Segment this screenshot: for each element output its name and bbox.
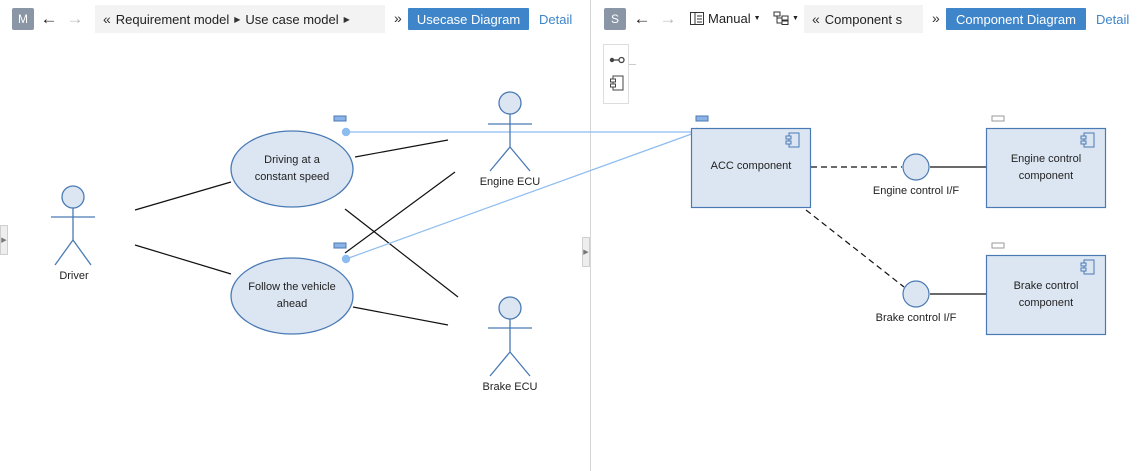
layout-mode-dropdown[interactable]: Manual ▼ (690, 11, 761, 26)
interface-tool-icon[interactable] (609, 55, 625, 65)
usecase-diagram-button-label: Usecase Diagram (416, 11, 521, 27)
model-badge[interactable]: M (12, 8, 34, 30)
component-label-acc: ACC component (710, 160, 792, 172)
breadcrumb-left-chevron-icon[interactable]: « (812, 11, 820, 27)
component-shapes (690, 115, 1107, 336)
chevron-down-icon: ▼ (792, 14, 799, 22)
component-label-brake-control: Brake control component (987, 278, 1105, 312)
usecase-label-driving: Driving at a constant speed (232, 152, 352, 186)
component-icon (1080, 259, 1095, 275)
association-line[interactable] (344, 171, 456, 254)
chevron-right-icon: ▶ (1, 237, 7, 244)
trace-marker-icon[interactable] (695, 115, 709, 122)
panel-divider[interactable] (590, 0, 591, 471)
actor-label-engine-ecu: Engine ECU (479, 176, 541, 188)
breadcrumb-item-component[interactable]: Component s (824, 11, 903, 27)
actor-label-brake-ecu: Brake ECU (482, 381, 538, 393)
engine-ecu-actor-icon[interactable] (488, 91, 532, 172)
component-tool-icon[interactable] (610, 75, 624, 91)
layout-icon (690, 12, 704, 25)
interface-label-brake: Brake control I/F (875, 312, 957, 324)
element-palette (603, 44, 629, 104)
component-label-line: component (1018, 297, 1074, 309)
usecase-diagram-button[interactable]: Usecase Diagram (408, 8, 529, 30)
interface-label-engine: Engine control I/F (872, 185, 960, 197)
association-line[interactable] (344, 208, 459, 298)
usecase-ellipse-driving[interactable] (230, 130, 354, 208)
breadcrumb: « Requirement model ▶ Use case model ▶ (95, 5, 385, 33)
right-detail-link[interactable]: Detail (1096, 12, 1130, 27)
breadcrumb-item-requirement-model[interactable]: Requirement model (115, 11, 230, 27)
trace-marker-icon[interactable] (333, 115, 347, 122)
chevron-right-icon: ▶ (583, 249, 589, 256)
usecase-shapes (51, 91, 532, 377)
breadcrumb-separator-icon: ▶ (343, 14, 350, 24)
association-line[interactable] (134, 181, 232, 211)
tree-view-dropdown[interactable]: ▼ (773, 11, 799, 25)
dependency-line[interactable] (805, 209, 905, 288)
middle-collapse-handle[interactable]: ▶ (582, 237, 590, 267)
breadcrumb: « Component s (804, 5, 923, 33)
tree-icon (773, 11, 789, 25)
system-badge[interactable]: S (604, 8, 626, 30)
component-label-engine-control: Engine control component (987, 151, 1105, 185)
usecase-label-line: ahead (276, 298, 308, 310)
breadcrumb-left-chevron-icon[interactable]: « (103, 11, 111, 27)
back-arrow-icon[interactable]: ← (40, 9, 58, 28)
breadcrumb-right-chevron-icon[interactable]: » (394, 10, 402, 26)
component-label-line: Engine control (1010, 153, 1082, 165)
forward-arrow-icon[interactable]: → (66, 9, 84, 28)
component-diagram-button[interactable]: Component Diagram (946, 8, 1086, 30)
trace-marker-icon[interactable] (991, 115, 1005, 122)
engine-interface-icon[interactable] (902, 153, 930, 181)
trace-line[interactable] (345, 131, 698, 260)
association-line[interactable] (354, 139, 449, 158)
usecase-label-follow: Follow the vehicle ahead (232, 279, 352, 313)
component-label-line: Brake control (1013, 280, 1079, 292)
usecase-label-line: Driving at a (264, 154, 320, 166)
actor-label-driver: Driver (59, 270, 89, 282)
back-arrow-icon[interactable]: ← (633, 9, 651, 28)
trace-marker-icon[interactable] (991, 242, 1005, 249)
chevron-down-icon: ▼ (753, 15, 761, 22)
left-collapse-handle[interactable]: ▶ (0, 225, 8, 255)
trace-endpoint-dot[interactable] (341, 127, 351, 137)
association-line[interactable] (134, 244, 232, 275)
component-label-line: component (1018, 170, 1074, 182)
association-line[interactable] (352, 306, 449, 326)
trace-marker-icon[interactable] (333, 242, 347, 249)
left-detail-link[interactable]: Detail (539, 12, 573, 27)
palette-edge-tick (629, 64, 636, 65)
usecase-ellipse-follow[interactable] (230, 257, 354, 335)
component-icon (1080, 132, 1095, 148)
system-badge-label: S (610, 12, 619, 26)
component-diagram-button-label: Component Diagram (956, 11, 1076, 27)
trace-endpoint-dot[interactable] (341, 254, 351, 264)
usecase-label-line: Follow the vehicle (248, 281, 336, 293)
usecase-label-line: constant speed (254, 171, 330, 183)
brake-interface-icon[interactable] (902, 280, 930, 308)
driver-actor-icon[interactable] (51, 185, 95, 266)
breadcrumb-item-use-case-model[interactable]: Use case model (245, 11, 339, 27)
component-icon (785, 132, 800, 148)
breadcrumb-right-chevron-icon[interactable]: » (932, 10, 940, 26)
forward-arrow-icon[interactable]: → (659, 9, 677, 28)
model-badge-label: M (18, 12, 28, 26)
breadcrumb-separator-icon: ▶ (234, 14, 241, 24)
brake-ecu-actor-icon[interactable] (488, 296, 532, 377)
layout-mode-label: Manual (708, 11, 751, 26)
